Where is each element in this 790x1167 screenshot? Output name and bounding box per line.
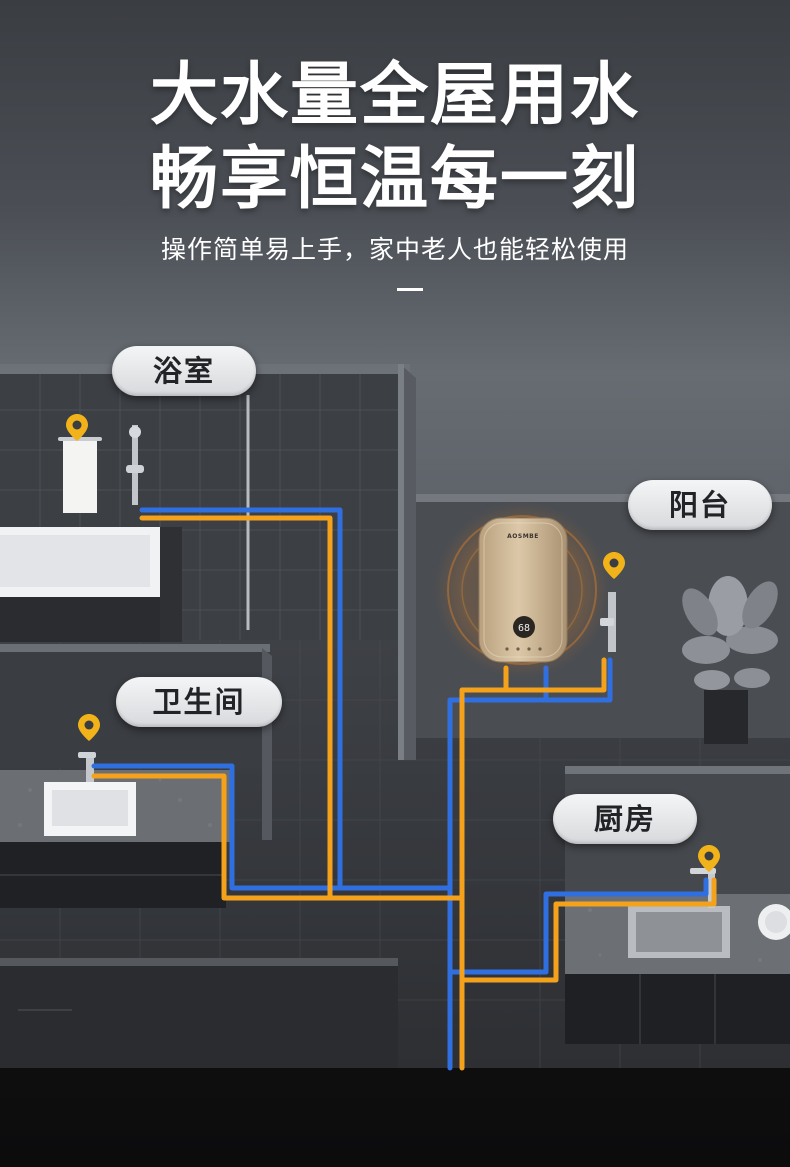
location-pin-icon [603, 552, 625, 579]
location-pin-icon [78, 714, 100, 741]
heater-temperature-display: 68 [518, 623, 530, 634]
water-heater: AOSMBE 68 [478, 517, 568, 663]
heater-display-panel [513, 616, 535, 638]
kitchen-area [565, 766, 790, 1044]
headline-line-2: 畅享恒温每一刻 [149, 140, 640, 219]
bathroom-area [0, 364, 416, 760]
lower-counter [0, 962, 398, 1068]
room-label-toilet: 卫生间 [116, 677, 282, 727]
headline-line-1: 大水量全屋用水 [149, 56, 640, 135]
hot-water-pipe [91, 515, 717, 1071]
cold-water-pipe [91, 507, 709, 1071]
heater-buttons [505, 647, 542, 651]
room-label-balcony: 阳台 [628, 480, 772, 530]
divider [397, 288, 423, 291]
pipes [91, 507, 717, 1071]
room-label-kitchen: 厨房 [553, 794, 697, 844]
subtitle: 操作简单易上手，家中老人也能轻松使用 [160, 235, 629, 264]
location-pin-icon [698, 845, 720, 872]
heater-brand: AOSMBE [507, 533, 539, 540]
plant [682, 576, 778, 744]
location-pins [66, 414, 720, 872]
location-pin-icon [66, 414, 88, 441]
room-label-bathroom: 浴室 [112, 346, 256, 396]
